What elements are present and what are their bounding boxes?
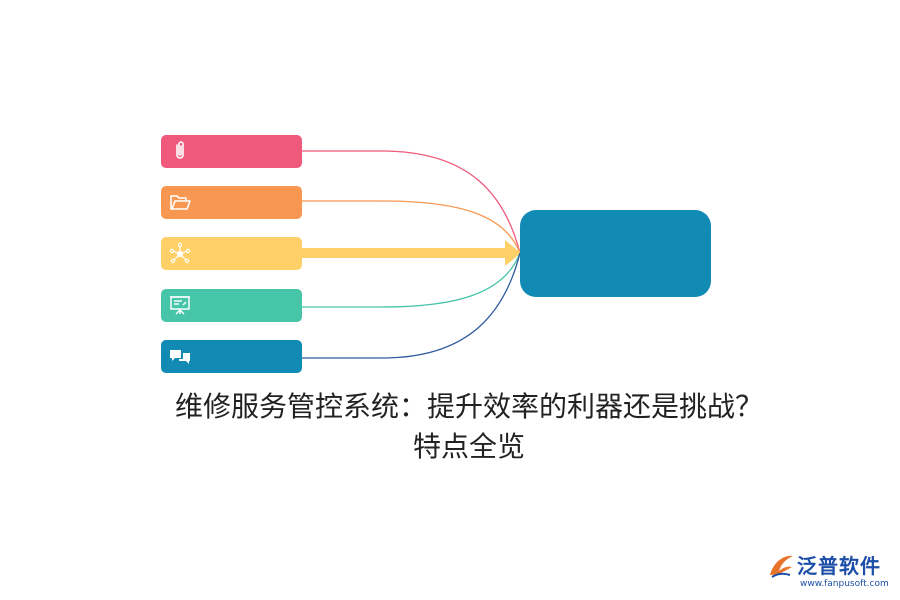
diagram-caption: 维修服务管控系统：提升效率的利器还是挑战？ 特点全览 — [0, 387, 900, 467]
connector-4 — [302, 252, 521, 308]
network-icon — [168, 241, 192, 265]
connector-2 — [302, 200, 521, 254]
brand-logo: 泛普软件 www.fanpusoft.com — [766, 549, 896, 599]
presentation-board-icon — [168, 293, 192, 317]
branch-item-3 — [161, 237, 302, 270]
brand-url: www.fanpusoft.com — [800, 579, 889, 589]
caption-subtitle: 特点全览 — [412, 430, 525, 463]
branch-item-5 — [161, 340, 302, 373]
caption-title: 维修服务管控系统：提升效率的利器还是挑战？ — [174, 390, 763, 423]
paperclip-icon — [168, 139, 192, 163]
chat-bubbles-icon — [168, 344, 192, 368]
branch-item-2 — [161, 186, 302, 219]
brand-name: 泛普软件 — [797, 554, 881, 578]
central-node — [520, 210, 711, 297]
connector-5 — [302, 252, 521, 359]
branch-item-1 — [161, 135, 302, 168]
fanpu-logo-icon — [766, 551, 796, 581]
connector-1 — [302, 150, 521, 254]
folder-open-icon — [168, 190, 192, 214]
branch-item-4 — [161, 289, 302, 322]
connector-arrow-3 — [302, 240, 521, 266]
